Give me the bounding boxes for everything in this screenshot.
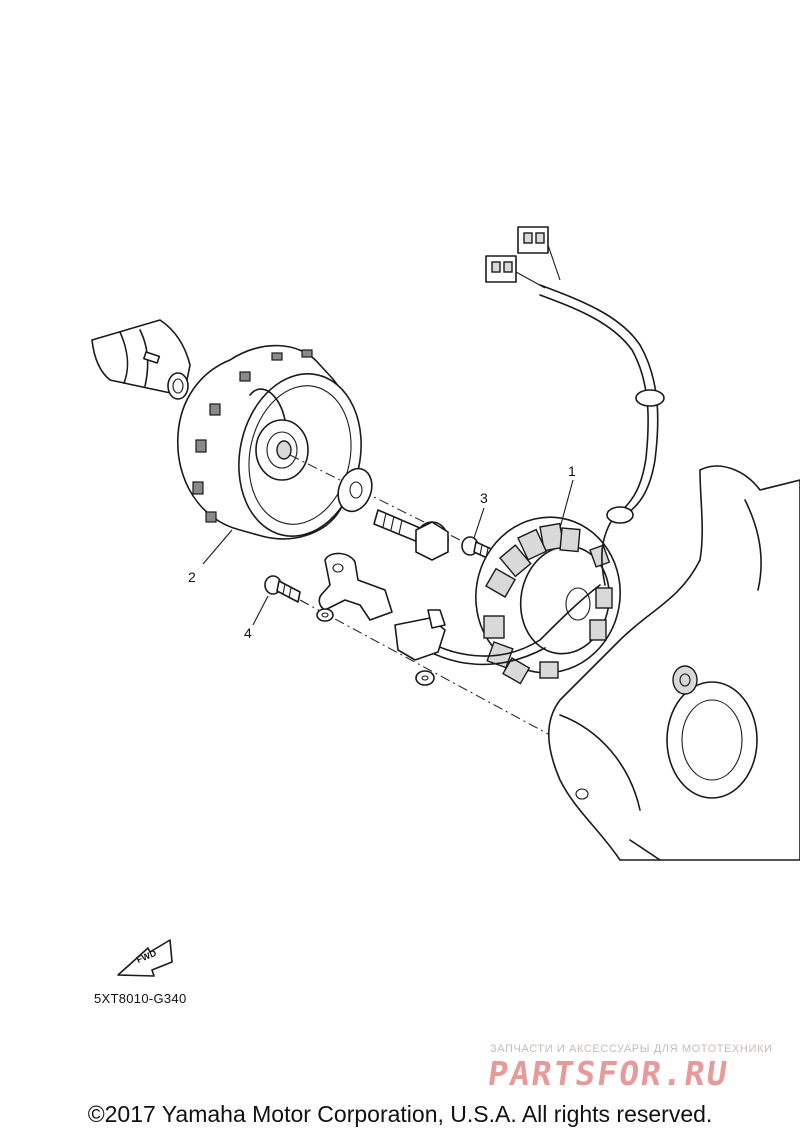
callout-leader-4: [252, 595, 269, 626]
watermark-tagline: ЗАПЧАСТИ И АКСЕССУАРЫ ДЛЯ МОТОТЕХНИКИ: [490, 1043, 773, 1055]
flywheel-rotor: [177, 344, 362, 540]
wire-harness: [409, 226, 665, 666]
flywheel-bolt: [373, 509, 449, 561]
mounting-axis-line: [299, 599, 551, 736]
crankcase: [547, 465, 800, 861]
callout-leader-1: [559, 479, 574, 529]
washer: [337, 467, 373, 513]
diagram-code: 5XT8010-G340: [94, 991, 187, 1006]
wire-grommet: [394, 609, 446, 686]
callout-2: 2: [188, 569, 196, 585]
callout-1: 1: [568, 463, 576, 479]
callout-4: 4: [244, 625, 252, 641]
stator-assembly: [475, 516, 621, 685]
fwd-arrow-icon: FWD: [117, 939, 173, 977]
copyright-notice: ©2017 Yamaha Motor Corporation, U.S.A. A…: [87, 1101, 713, 1127]
watermark-logo: PARTSFOR.RU: [485, 1054, 732, 1093]
callout-leader-3: [473, 507, 485, 539]
callout-leader-2: [202, 529, 233, 565]
callout-3: 3: [480, 490, 488, 506]
crankshaft-end: [91, 319, 191, 400]
lead-wire-bracket: [316, 552, 393, 622]
bracket-screw: [264, 575, 301, 603]
